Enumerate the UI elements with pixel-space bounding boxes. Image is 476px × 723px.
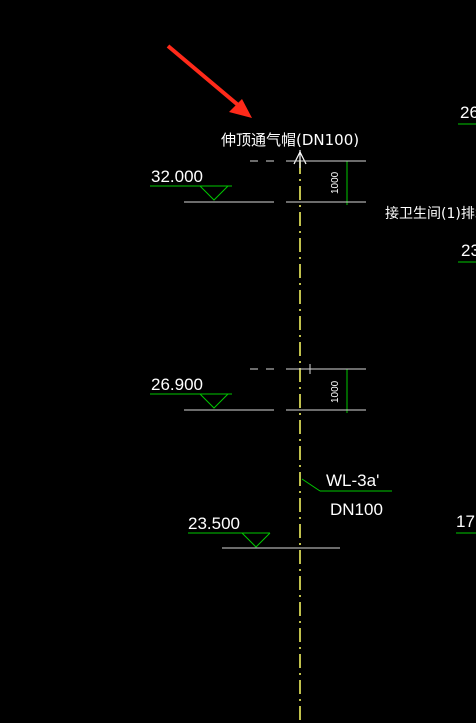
clipped-label-17: 17 [456,512,475,531]
room-note-label: 接卫生间(1)排水 [385,205,476,222]
pipe-label-leader: WL-3a' DN100 [301,471,392,519]
dimension-middle-label: 1000 [330,380,341,403]
elevation-label-32: 32.000 [151,167,203,186]
vent-cap-symbol [293,150,307,168]
clipped-label-26: 26 [460,103,476,122]
vent-cap-label: 伸顶通气帽(DN100) [221,131,359,149]
pipe-size-label: DN100 [330,500,383,519]
elevation-label-23: 23.500 [188,514,240,533]
dimension-top-label: 1000 [330,171,341,194]
elevation-label-26: 26.900 [151,375,203,394]
dimension-top: 1000 [330,160,354,205]
elevation-marker-26: 26.900 [150,375,232,409]
elevation-marker-23: 23.500 [188,514,340,549]
elevation-marker-32: 32.000 [150,167,232,201]
clipped-label-23: 23 [461,241,476,260]
pipe-label: WL-3a' [326,471,379,490]
dimension-middle: 1000 [330,368,354,413]
annotation-arrow [166,44,252,118]
